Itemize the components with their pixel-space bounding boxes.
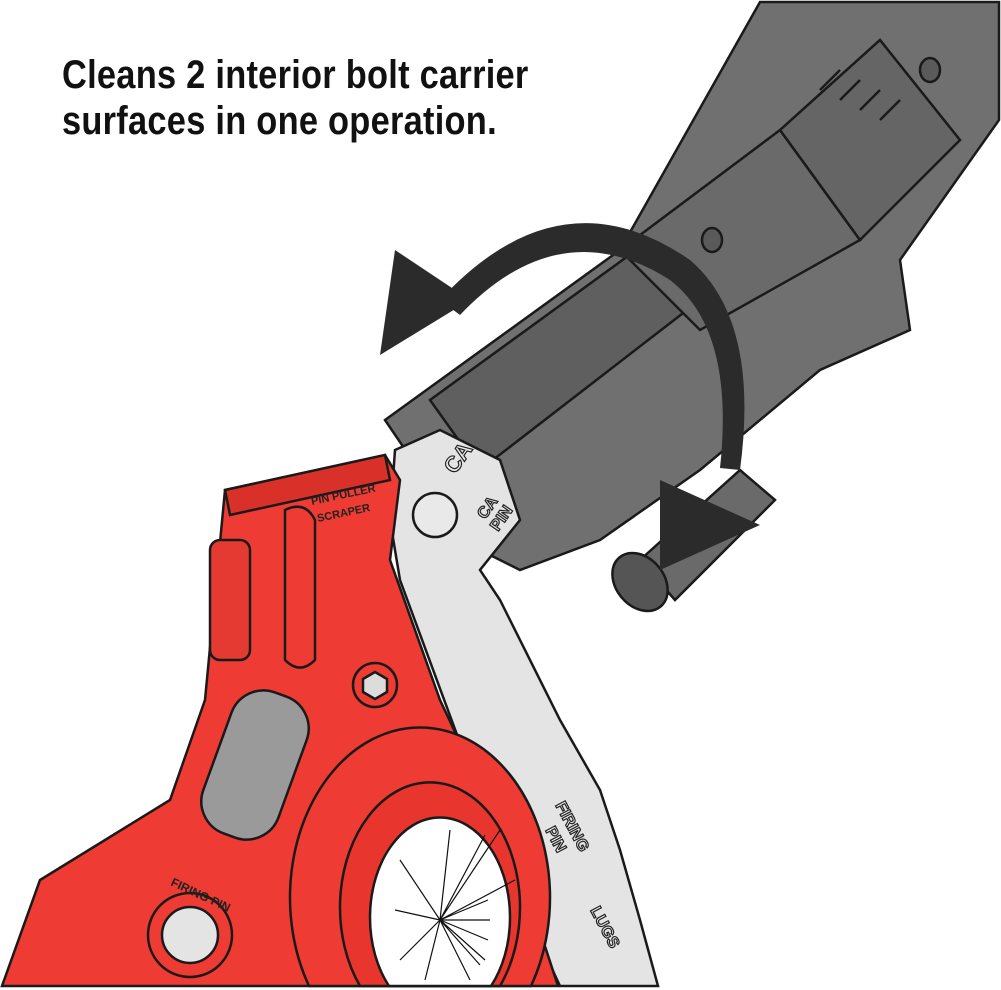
headline-line-1: Cleans 2 interior bolt carrier	[62, 53, 529, 97]
scraper-blade	[388, 428, 660, 988]
brush-bristles	[394, 829, 516, 981]
headline: Cleans 2 interior bolt carrier surfaces …	[62, 52, 529, 144]
rotation-arrow-icon	[380, 223, 760, 570]
headline-line-2: surfaces in one operation.	[62, 99, 497, 143]
